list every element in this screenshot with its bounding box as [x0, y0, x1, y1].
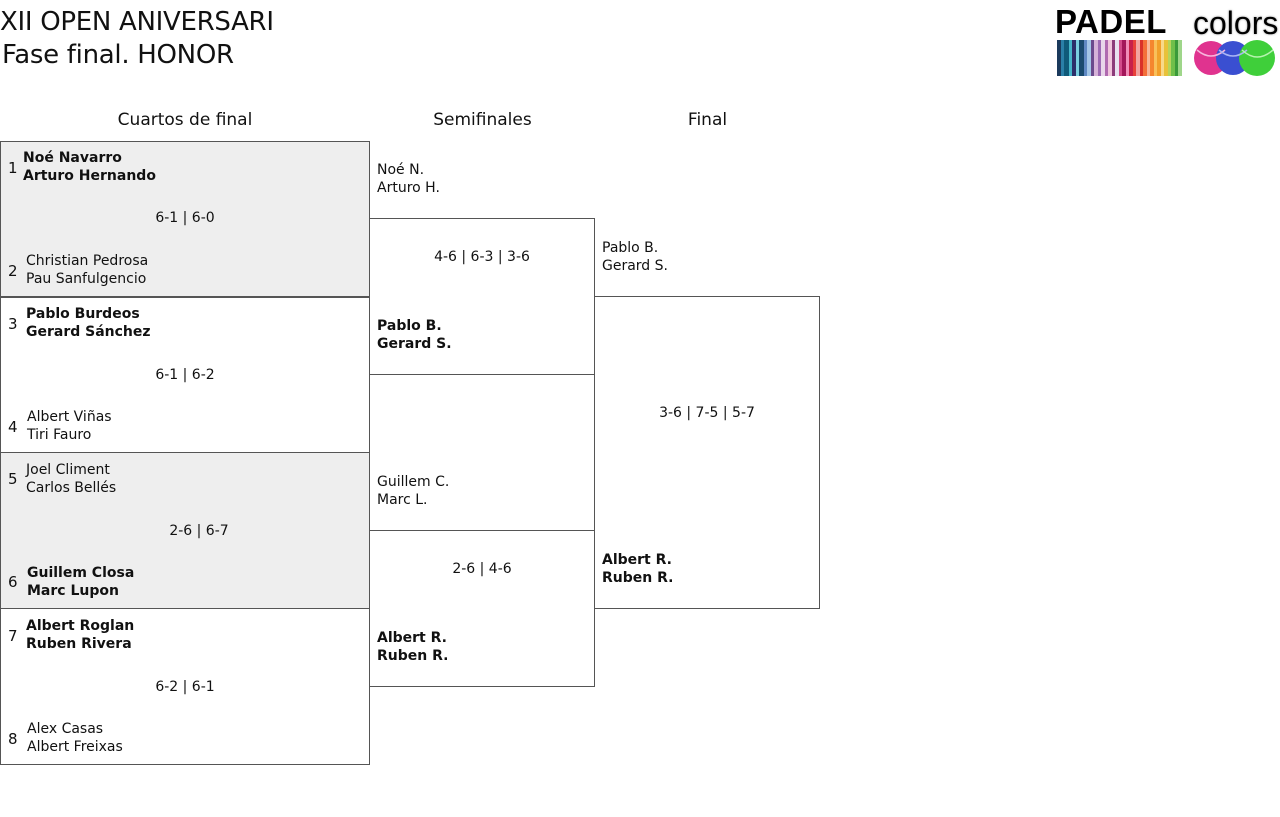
seed-number: 4 — [8, 418, 18, 436]
team-player: Guillem Closa — [27, 565, 135, 581]
seed-number: 6 — [8, 573, 18, 591]
team-player: Ruben R. — [377, 648, 449, 664]
team-player: Ruben R. — [602, 570, 674, 586]
column-header-quarterfinals: Cuartos de final — [117, 110, 253, 130]
team-player: Pau Sanfulgencio — [26, 271, 147, 287]
semifinal-match-1: Noé N. Arturo H. 4-6 | 6-3 | 3-6 Pablo B… — [369, 141, 595, 375]
match-score: 6-1 | 6-0 — [155, 210, 215, 226]
seed-number: 8 — [8, 730, 18, 748]
match-score: 2-6 | 6-7 — [169, 523, 229, 539]
semifinal-bracket-box: 4-6 | 6-3 | 3-6 Pablo B. Gerard S. — [369, 218, 595, 375]
final-match: Pablo B. Gerard S. 3-6 | 7-5 | 5-7 Alber… — [594, 219, 820, 609]
team-player: Tiri Fauro — [27, 427, 92, 443]
logo-word-padel: PADEL — [1055, 3, 1167, 40]
seed-number: 2 — [8, 262, 18, 280]
team-player: Arturo Hernando — [23, 168, 156, 184]
seed-number: 5 — [8, 470, 18, 488]
team-player: Joel Climent — [26, 462, 110, 478]
team-player: Marc L. — [377, 492, 428, 508]
team-player: Pablo B. — [377, 318, 442, 334]
team-player: Noé N. — [377, 162, 425, 178]
team-player: Alex Casas — [27, 721, 104, 737]
team-player: Gerard S. — [377, 336, 452, 352]
column-header-semifinals: Semifinales — [433, 110, 532, 130]
page-subtitle: Fase final. HONOR — [2, 40, 234, 70]
logo-word-colors: colors — [1193, 5, 1279, 41]
team-player: Ruben Rivera — [26, 636, 132, 652]
team-player: Christian Pedrosa — [26, 253, 149, 269]
team-player: Albert Freixas — [27, 739, 123, 755]
quarterfinal-match-3: 5 Joel Climent Carlos Bellés 2-6 | 6-7 6… — [0, 452, 370, 609]
team-player: Albert Roglan — [26, 618, 135, 634]
quarterfinal-match-4: 7 Albert Roglan Ruben Rivera 6-2 | 6-1 8… — [0, 608, 370, 765]
team-player: Gerard S. — [602, 258, 668, 274]
seed-number: 3 — [8, 315, 18, 333]
team-player: Arturo H. — [377, 180, 440, 196]
match-score: 2-6 | 4-6 — [452, 561, 512, 577]
logo-stripes-graphic — [1057, 40, 1182, 76]
page-title: XII OPEN ANIVERSARI — [0, 7, 274, 37]
team-player: Pablo Burdeos — [26, 306, 140, 322]
team-player: Noé Navarro — [23, 150, 122, 166]
match-score: 6-1 | 6-2 — [155, 367, 215, 383]
team-player: Gerard Sánchez — [26, 324, 151, 340]
team-player: Carlos Bellés — [26, 480, 117, 496]
semifinal-bracket-box: 2-6 | 4-6 Albert R. Ruben R. — [369, 530, 595, 687]
seed-number: 7 — [8, 627, 18, 645]
quarterfinal-match-2: 3 Pablo Burdeos Gerard Sánchez 6-1 | 6-2… — [0, 296, 370, 453]
match-score: 6-2 | 6-1 — [155, 679, 215, 695]
team-player: Guillem C. — [377, 474, 450, 490]
column-header-final: Final — [687, 110, 728, 130]
seed-number: 1 — [8, 159, 18, 177]
padel-colors-logo: PADEL colors — [1055, 3, 1279, 79]
tennis-balls-graphic — [1194, 40, 1275, 76]
match-score: 4-6 | 6-3 | 3-6 — [434, 249, 530, 265]
quarterfinal-match-1: 1 Noé Navarro Arturo Hernando 6-1 | 6-0 … — [0, 141, 370, 298]
final-bracket-box: 3-6 | 7-5 | 5-7 Albert R. Ruben R. — [594, 296, 820, 609]
semifinal-match-2: Guillem C. Marc L. 2-6 | 4-6 Albert R. R… — [369, 453, 595, 687]
team-player: Albert Viñas — [27, 409, 112, 425]
team-player: Albert R. — [377, 630, 447, 646]
team-player: Marc Lupon — [27, 583, 119, 599]
team-player: Pablo B. — [602, 240, 659, 256]
team-player: Albert R. — [602, 552, 672, 568]
match-score: 3-6 | 7-5 | 5-7 — [659, 405, 755, 421]
